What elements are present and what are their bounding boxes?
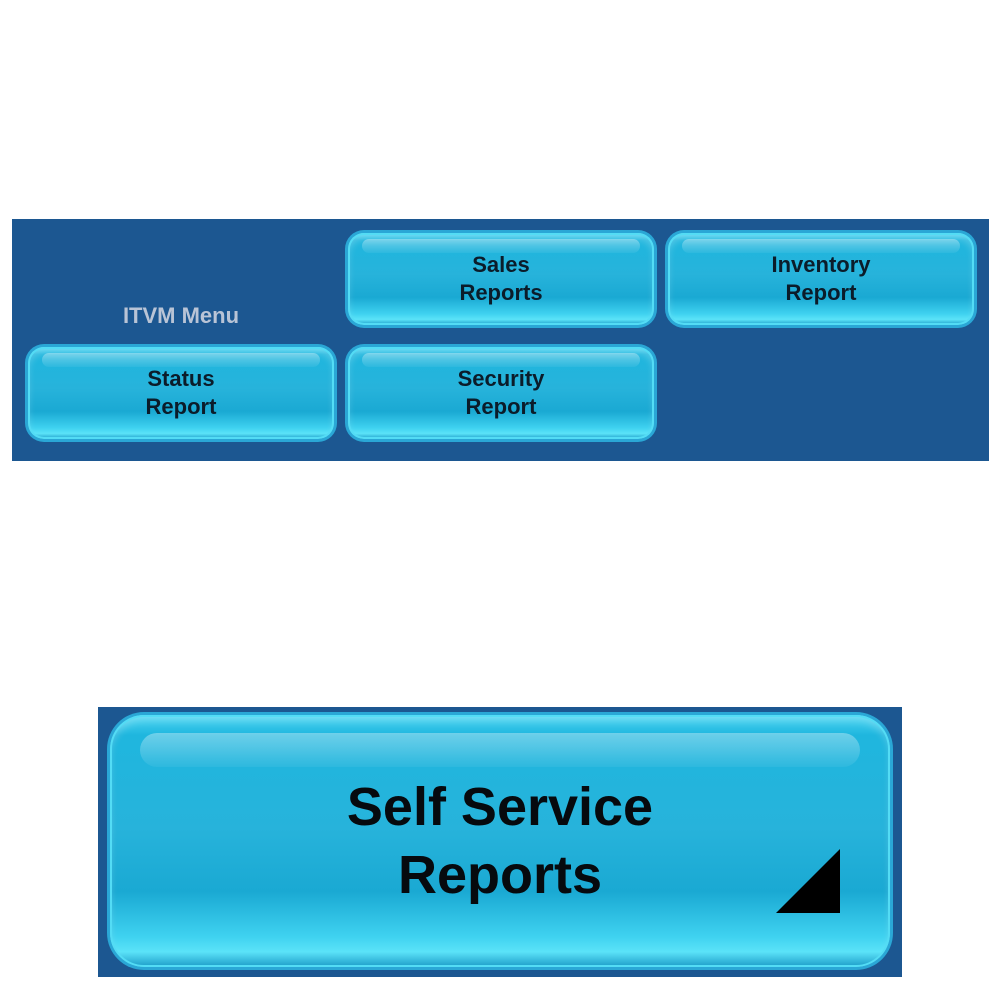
button-label-line2: Report bbox=[145, 394, 217, 419]
sales-reports-button[interactable]: Sales Reports bbox=[348, 233, 654, 325]
button-label-line1: Self Service bbox=[346, 777, 654, 837]
button-label-line2: Report bbox=[785, 280, 857, 305]
security-report-button[interactable]: Security Report bbox=[348, 347, 654, 439]
button-label-line2: Report bbox=[465, 394, 537, 419]
inventory-report-button[interactable]: Inventory Report bbox=[668, 233, 974, 325]
dropdown-corner-triangle-icon bbox=[776, 849, 840, 913]
button-label-line1: Status bbox=[147, 366, 215, 391]
button-label-line1: Sales bbox=[472, 252, 530, 277]
self-service-panel: Self Service Reports bbox=[98, 707, 902, 977]
button-label-line1: Inventory bbox=[771, 252, 871, 277]
button-label-line1: Security bbox=[457, 366, 545, 391]
button-label-line2: Reports bbox=[459, 280, 543, 305]
button-label-line2: Reports bbox=[397, 845, 603, 905]
status-report-button[interactable]: Status Report bbox=[28, 347, 334, 439]
menu-title: ITVM Menu bbox=[122, 303, 240, 328]
self-service-reports-button[interactable]: Self Service Reports bbox=[110, 715, 890, 967]
itvm-menu-panel: ITVM Menu Sales Reports Inventory Report… bbox=[12, 219, 989, 461]
